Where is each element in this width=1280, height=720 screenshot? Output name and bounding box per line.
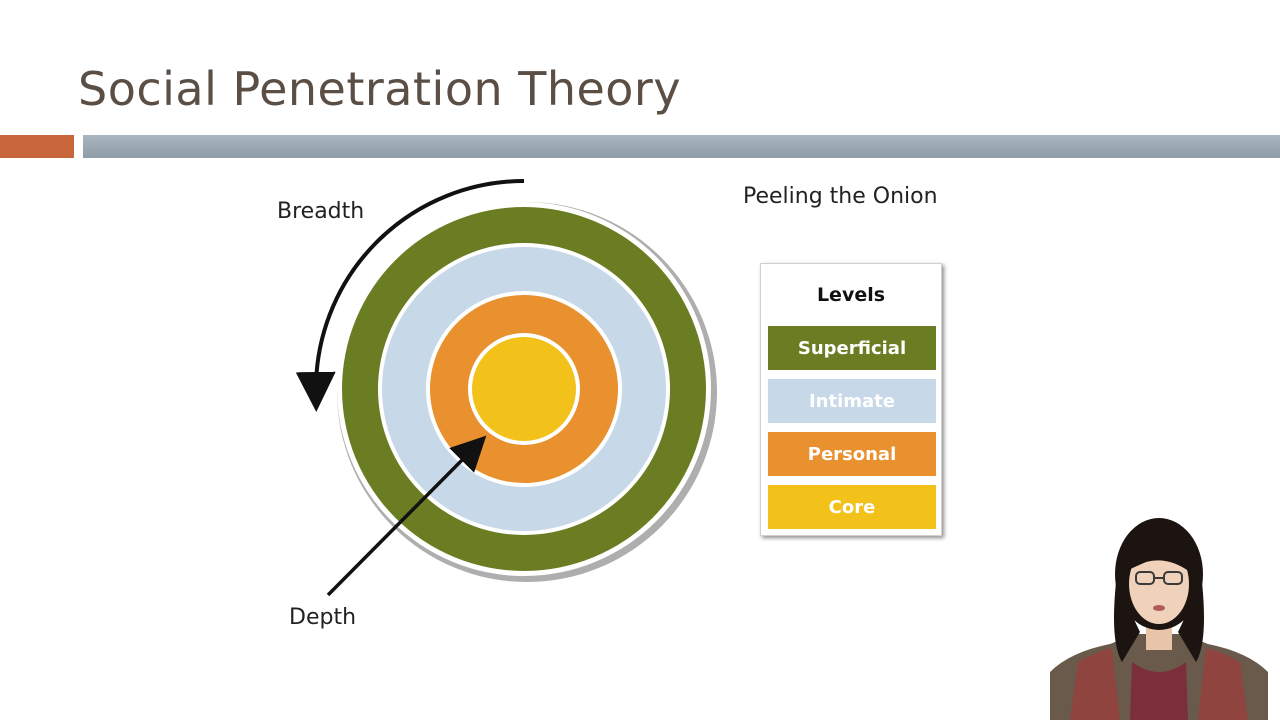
ring-core	[472, 337, 576, 441]
legend-item-personal: Personal	[768, 432, 936, 476]
depth-label: Depth	[289, 605, 357, 630]
title-accent-bar	[0, 135, 74, 158]
breadth-arrow	[295, 179, 525, 412]
legend-item-core: Core	[768, 485, 936, 529]
legend-item-superficial: Superficial	[768, 326, 936, 370]
presenter-video	[1050, 512, 1268, 720]
legend-item-intimate: Intimate	[768, 379, 936, 423]
levels-legend: Levels Superficial Intimate Personal Cor…	[760, 263, 942, 536]
slide-title: Social Penetration Theory	[78, 62, 682, 116]
title-rule-bar	[83, 135, 1280, 158]
breadth-label: Breadth	[277, 199, 365, 224]
legend-title: Levels	[816, 284, 886, 306]
diagram-subtitle: Peeling the Onion	[743, 184, 938, 209]
presenter-avatar	[1050, 518, 1268, 720]
depth-arrow	[326, 435, 487, 597]
